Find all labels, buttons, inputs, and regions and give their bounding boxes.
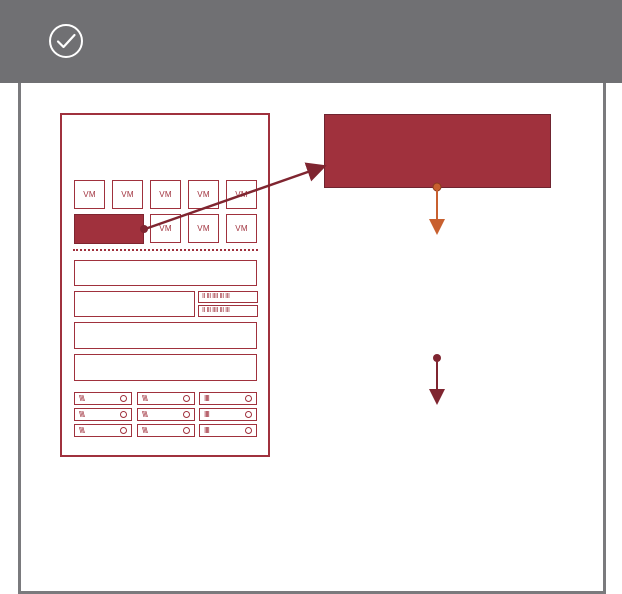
- tape-bars: II III IIII III III: [202, 307, 230, 314]
- vm-active-highlight: [74, 214, 144, 244]
- storage-slot: [74, 260, 257, 286]
- drive-bay: \\\\: [137, 424, 195, 437]
- storage-slot: [74, 354, 257, 381]
- tape-unit: II III IIII III III: [198, 305, 258, 317]
- rack-divider: [73, 249, 258, 251]
- storage-slot: [74, 291, 195, 317]
- storage-slot: [74, 322, 257, 349]
- diagram-frame: [18, 83, 606, 594]
- drive-bay: IIII: [199, 392, 257, 405]
- drive-bay: \\\\: [74, 408, 132, 421]
- vm-slot: VM: [112, 180, 143, 209]
- vm-slot: VM: [74, 180, 105, 209]
- vm-slot: VM: [150, 214, 181, 243]
- tape-unit: II III IIII III III: [198, 291, 258, 303]
- drive-bay: \\\\: [74, 424, 132, 437]
- vm-slot: VM: [150, 180, 181, 209]
- drive-bay: IIII: [199, 408, 257, 421]
- drive-bay: \\\\: [137, 408, 195, 421]
- vm-slot: VM: [188, 180, 219, 209]
- drive-bay: \\\\: [137, 392, 195, 405]
- vm-slot: VM: [188, 214, 219, 243]
- target-box: [324, 114, 551, 188]
- vm-slot: VM: [226, 214, 257, 243]
- tape-bars: II III IIII III III: [202, 293, 230, 300]
- check-circle-icon: [49, 24, 83, 58]
- vm-slot: VM: [226, 180, 257, 209]
- drive-bay: \\\\: [74, 392, 132, 405]
- header-bar: [0, 0, 622, 83]
- drive-bay: IIII: [199, 424, 257, 437]
